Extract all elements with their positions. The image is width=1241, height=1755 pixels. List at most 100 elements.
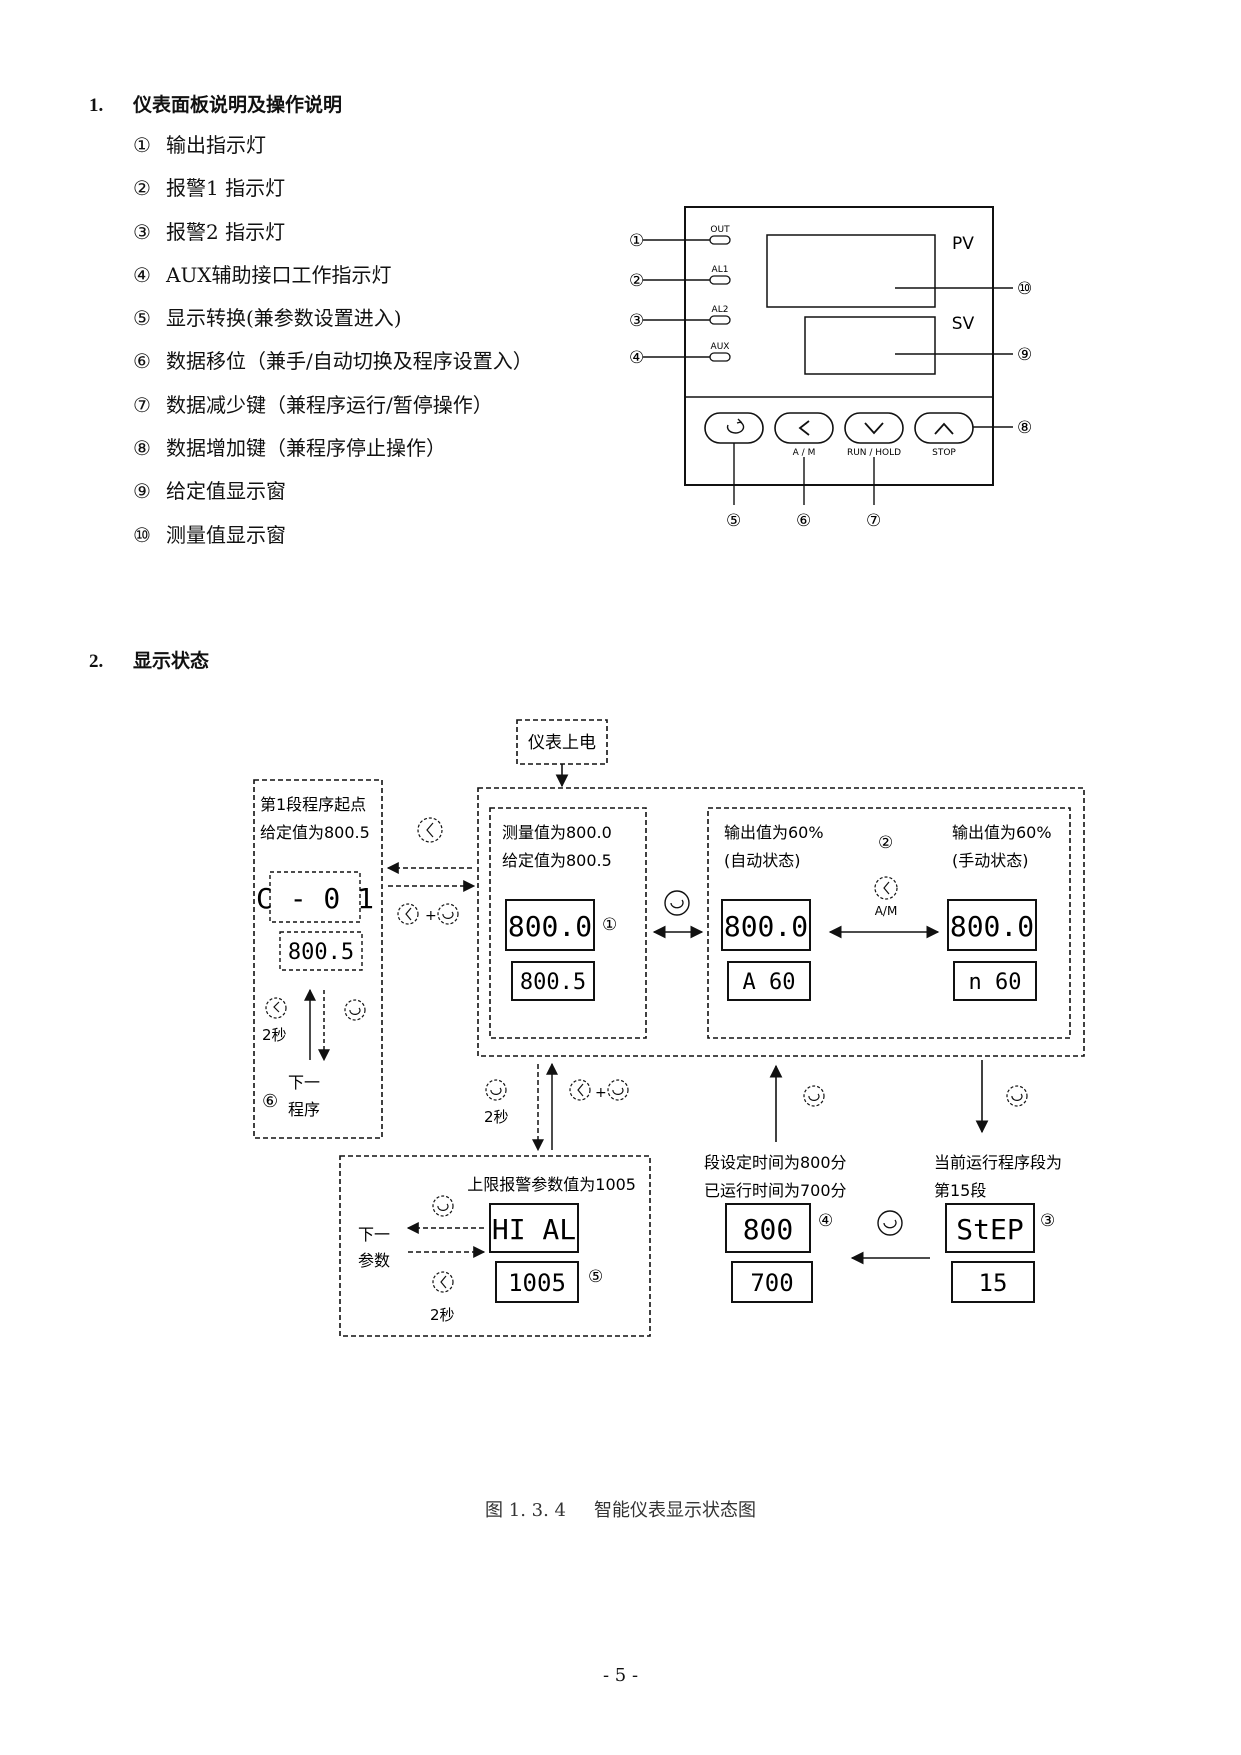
hold-two-sec-label-3: 2秒 <box>430 1306 455 1324</box>
marker-down-key: ⑦ <box>866 511 881 531</box>
legend-text: 数据增加键（兼程序停止操作） <box>166 436 446 461</box>
program-start-line1: 第1段程序起点 <box>260 795 366 814</box>
marker-al1: ② <box>629 271 644 291</box>
legend-text: 给定值显示窗 <box>166 479 286 504</box>
set-key-icon <box>877 1210 903 1236</box>
output-manual-line2: (手动状态) <box>952 851 1029 870</box>
legend-marker: ⑦ <box>133 392 151 417</box>
program-start-line2: 给定值为800.5 <box>260 823 370 842</box>
shift-key-icon <box>874 876 898 900</box>
set-key-icon <box>432 1195 454 1217</box>
legend-item: ③ 报警2 指示灯 <box>133 219 533 262</box>
marker-2: ② <box>878 833 893 853</box>
up-key[interactable] <box>914 412 974 444</box>
display-state-diagram: 仪表上电 第1段程序起点 给定值为800.5 C - 0 1 800.5 2秒 … <box>253 719 1085 1337</box>
marker-3: ③ <box>1040 1211 1055 1231</box>
legend-marker: ⑧ <box>133 436 151 461</box>
alarm-param-box <box>339 1155 651 1337</box>
output-manual-line1: 输出值为60% <box>952 823 1052 842</box>
next-program-line1: 下一 <box>288 1073 320 1092</box>
next-program-line2: 程序 <box>288 1100 320 1119</box>
marker-up-key: ⑧ <box>1017 418 1032 438</box>
legend-marker: ③ <box>133 219 151 244</box>
down-key-label: RUN / HOLD <box>847 448 901 458</box>
am-label: A/M <box>875 904 898 918</box>
alarm-value-display: 1005 <box>508 1269 566 1297</box>
indicator-out-label: OUT <box>710 225 730 235</box>
legend-marker: ⑩ <box>133 522 151 547</box>
cycle-icon <box>726 421 745 434</box>
shift-key-icon <box>432 1271 454 1293</box>
legend-text: 显示转换(兼参数设置进入) <box>166 306 402 331</box>
pv-label: PV <box>952 234 974 254</box>
step-number-display: 15 <box>979 1269 1008 1297</box>
section-1-number: 1. <box>89 95 104 116</box>
shift-key[interactable] <box>774 412 834 444</box>
marker-sv-window: ⑨ <box>1017 345 1032 365</box>
marker-6: ⑥ <box>262 1091 278 1112</box>
power-on-label: 仪表上电 <box>528 733 596 753</box>
set-key-icon <box>664 890 690 916</box>
indicator-aux-label: AUX <box>711 342 730 352</box>
output-state-box <box>707 807 1071 1039</box>
section-2-title: 显示状态 <box>133 650 210 672</box>
legend-marker: ④ <box>133 262 151 287</box>
plus-sign-2: + <box>595 1085 607 1101</box>
set-key-icon <box>344 999 366 1021</box>
step-line2: 第15段 <box>934 1181 986 1200</box>
indicator-al2-lamp <box>709 315 731 325</box>
shift-key-icon <box>397 903 419 925</box>
marker-pv-window: ⑩ <box>1017 279 1032 299</box>
shift-key-icon <box>265 997 287 1019</box>
marker-al2: ③ <box>629 311 644 331</box>
program-start-box <box>253 779 383 1139</box>
indicator-al1-label: AL1 <box>712 265 729 275</box>
chevron-left-icon <box>798 420 810 436</box>
marker-out: ① <box>629 231 644 251</box>
section-2-heading: 2.显示状态 <box>89 646 209 673</box>
legend-text: 报警2 指示灯 <box>166 219 286 244</box>
setpoint-value-line: 给定值为800.5 <box>502 851 612 870</box>
chevron-up-icon <box>934 422 954 435</box>
sv-display: 800.5 <box>520 970 586 995</box>
instrument-panel-diagram: OUT AL1 AL2 AUX PV SV ① ② ③ ④ ⑩ ⑨ ⑧ A / … <box>629 206 1032 531</box>
down-key[interactable] <box>844 412 904 444</box>
output-auto-line2: (自动状态) <box>724 851 801 870</box>
legend-item: ⑧ 数据增加键（兼程序停止操作） <box>133 435 533 478</box>
alarm-param-label: 上限报警参数值为1005 <box>467 1175 636 1194</box>
auto-output-display: A 60 <box>743 970 796 995</box>
marker-4: ④ <box>818 1211 833 1231</box>
shift-key-icon <box>417 817 443 843</box>
next-param-line2: 参数 <box>358 1251 390 1270</box>
marker-aux: ④ <box>629 348 644 368</box>
indicator-al1-lamp <box>709 275 731 285</box>
figure-number: 图 1. 3. 4 <box>485 1500 566 1521</box>
step-name-display: StEP <box>956 1213 1023 1246</box>
indicator-al2-label: AL2 <box>712 305 729 315</box>
pv-sv-state-box <box>489 807 647 1039</box>
main-display-group <box>477 787 1085 1057</box>
chevron-down-icon <box>864 422 884 435</box>
set-key-icon <box>607 1079 629 1101</box>
hold-two-sec-label-2: 2秒 <box>484 1108 509 1126</box>
set-key-icon <box>803 1085 825 1107</box>
sv-label: SV <box>952 314 975 334</box>
alarm-name-display: HI AL <box>492 1213 576 1246</box>
next-param-line1: 下一 <box>358 1225 390 1244</box>
set-key[interactable] <box>704 412 764 444</box>
hold-two-sec-label: 2秒 <box>262 1026 287 1044</box>
shift-key-label: A / M <box>793 448 816 458</box>
pv-display-window <box>766 234 936 308</box>
section-1-heading: 1.仪表面板说明及操作说明 <box>89 90 342 117</box>
segment-time-line2: 已运行时间为700分 <box>704 1181 847 1200</box>
panel-frame <box>684 206 994 486</box>
elapsed-time-display: 700 <box>750 1269 793 1297</box>
program-setpoint-display: 800.5 <box>288 940 354 965</box>
